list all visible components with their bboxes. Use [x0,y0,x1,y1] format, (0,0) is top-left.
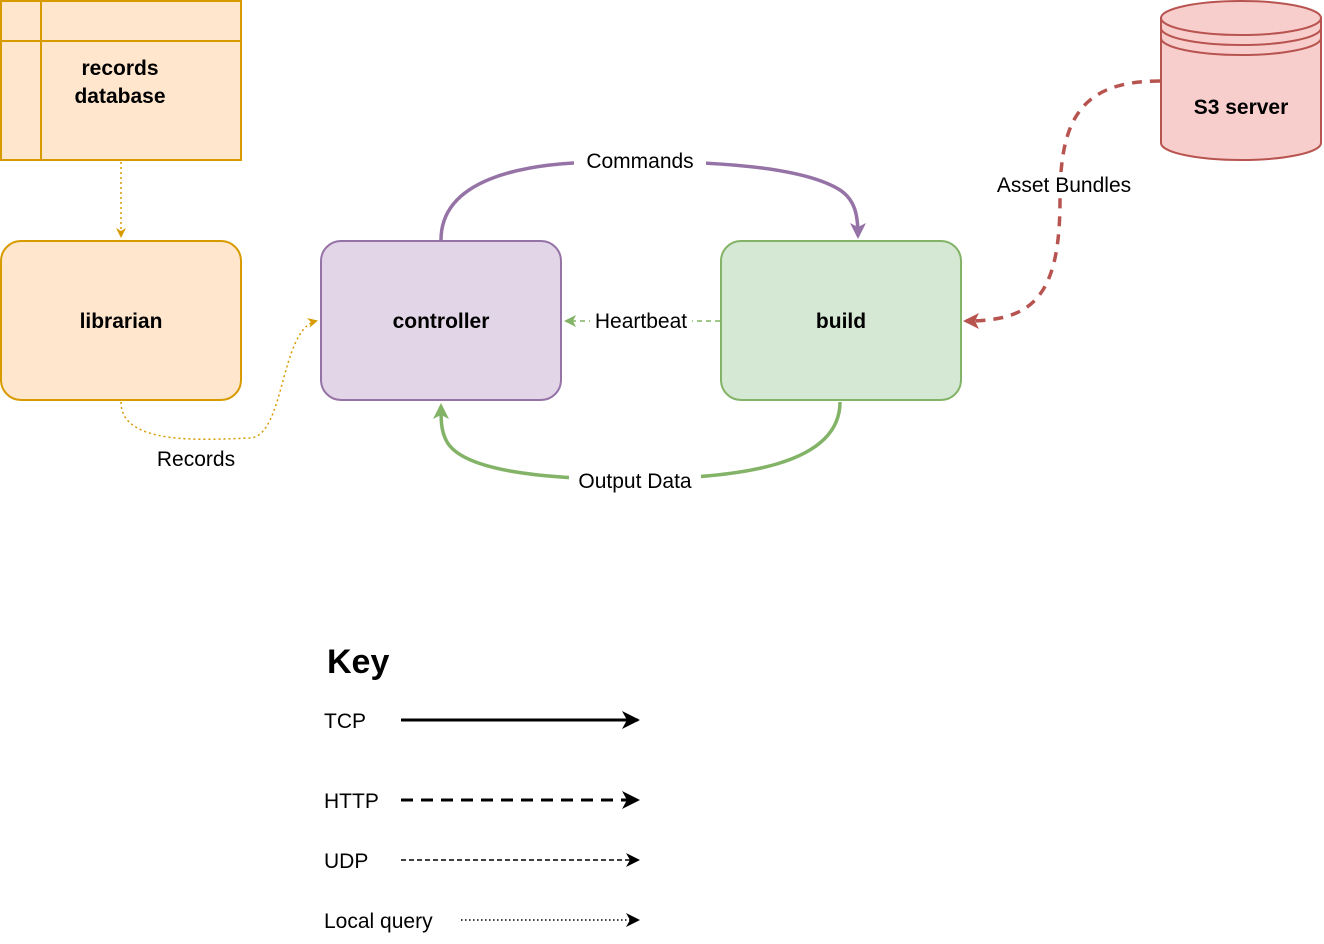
librarian-node[interactable]: librarian [0,240,242,401]
asset-bundles-edge[interactable] [963,79,1161,329]
output-data-edge-label: Output Data [578,470,692,493]
build-node[interactable]: build [720,240,962,401]
legend-label-udp: UDP [324,850,368,873]
records-database-label-line2: database [74,85,165,108]
build-label: build [816,310,866,333]
records-edge-label: Records [157,448,235,471]
records-database-node[interactable]: records database [0,0,242,161]
legend: Key TCP HTTP UDP Local query [324,643,640,933]
legend-label-local-query: Local query [324,910,433,933]
controller-label: controller [393,310,490,333]
records-database-label-line1: records [81,57,158,80]
s3-server-label: S3 server [1194,96,1289,119]
commands-edge-label: Commands [586,150,693,173]
legend-label-http: HTTP [324,790,379,813]
legend-label-tcp: TCP [324,710,366,733]
librarian-label: librarian [80,310,163,333]
legend-title: Key [327,643,389,681]
heartbeat-edge-label: Heartbeat [595,310,687,333]
records-edge[interactable] [120,318,318,441]
controller-node[interactable]: controller [320,240,562,401]
s3-server-node[interactable]: S3 server [1160,0,1322,161]
asset-bundles-edge-label: Asset Bundles [997,174,1131,197]
